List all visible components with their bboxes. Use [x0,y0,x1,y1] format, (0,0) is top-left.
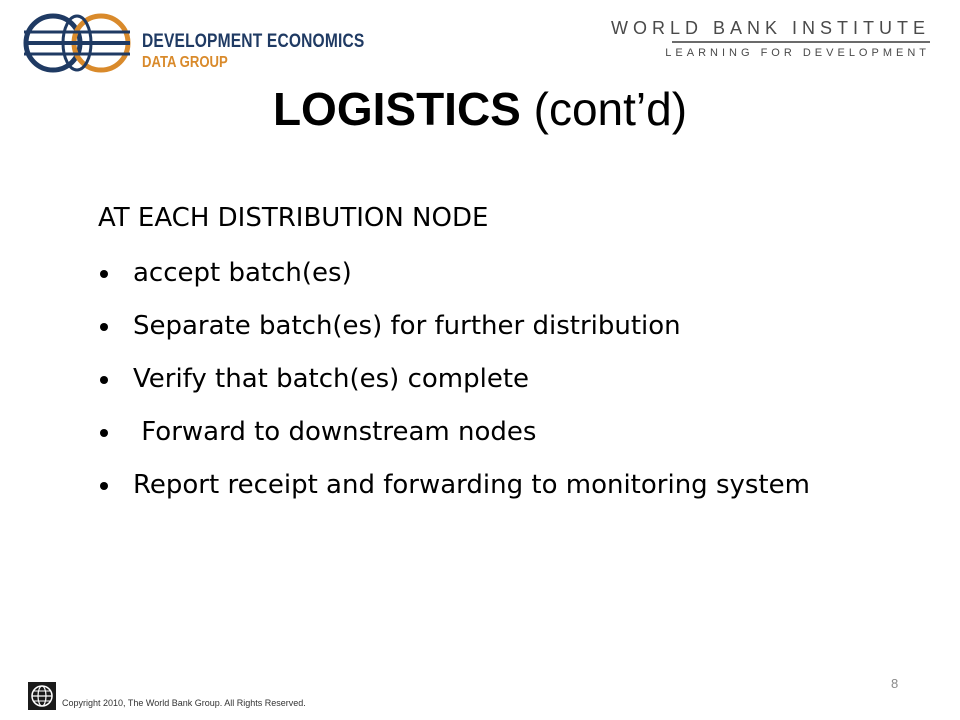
bullet-dot-icon [100,323,108,331]
bullet-dot-icon [100,482,108,490]
bullet-list: accept batch(es) Separate batch(es) for … [98,256,898,503]
bullet-dot-icon [100,429,108,437]
institute-header: WORLD BANK INSTITUTE LEARNING FOR DEVELO… [611,18,930,59]
brand-name-line2: DATA GROUP [142,54,228,71]
slide-title: LOGISTICS (cont’d) [0,82,960,136]
bullet-item: Forward to downstream nodes [98,415,898,450]
page-number: 8 [891,676,899,691]
globe-logo-icon [23,13,131,73]
slide-body: AT EACH DISTRIBUTION NODE accept batch(e… [98,196,898,521]
bullet-item: Report receipt and forwarding to monitor… [98,468,898,503]
bullet-text: Report receipt and forwarding to monitor… [133,470,810,500]
brand-header: DEVELOPMENT ECONOMICS DATA GROUP [22,12,364,74]
bullet-text: accept batch(es) [133,258,352,288]
section-heading: AT EACH DISTRIBUTION NODE [98,203,489,233]
bullet-text: Forward to downstream nodes [133,417,537,447]
institute-subtitle: LEARNING FOR DEVELOPMENT [665,47,930,59]
institute-divider [672,41,930,43]
bullet-text: Verify that batch(es) complete [133,364,530,394]
bullet-dot-icon [100,270,108,278]
bullet-text: Separate batch(es) for further distribut… [133,311,681,341]
slide-title-suffix: (cont’d) [520,83,688,135]
world-bank-globe-icon [28,682,56,710]
institute-title: WORLD BANK INSTITUTE [610,18,930,38]
bullet-dot-icon [100,376,108,384]
bullet-item: Verify that batch(es) complete [98,362,898,397]
brand-name-line1: DEVELOPMENT ECONOMICS [142,31,365,52]
bullet-item: accept batch(es) [98,256,898,291]
slide-title-bold: LOGISTICS [272,83,521,135]
copyright-notice: Copyright 2010, The World Bank Group. Al… [62,698,306,708]
bullet-item: Separate batch(es) for further distribut… [98,309,898,344]
